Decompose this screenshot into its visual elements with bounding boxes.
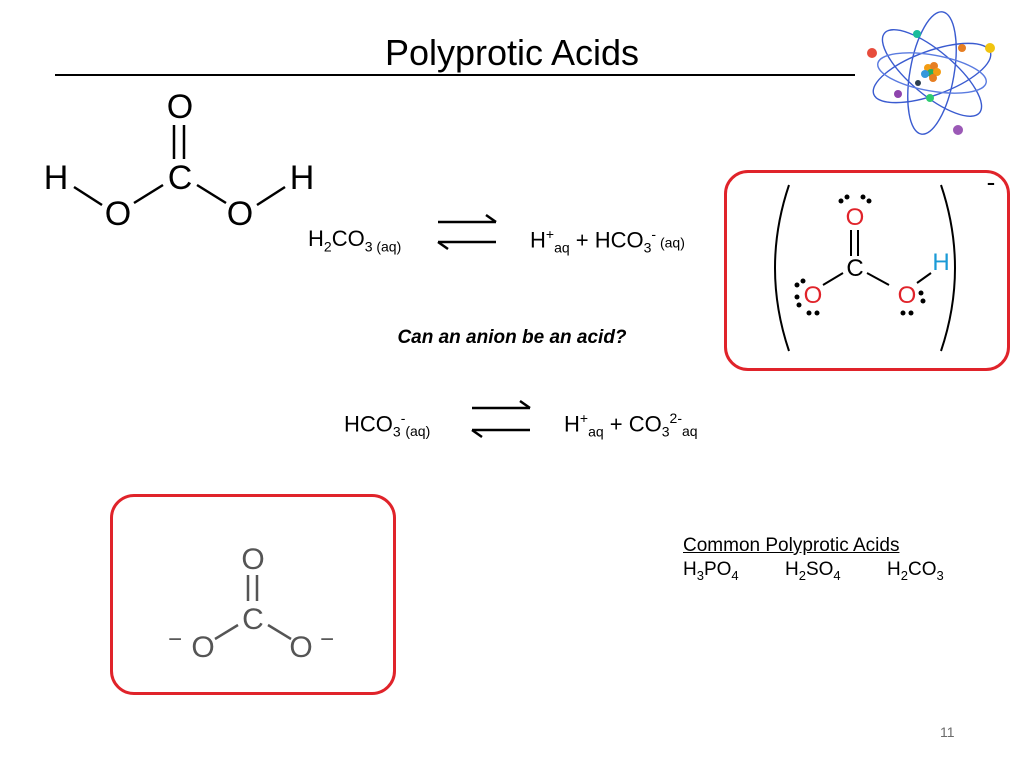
atom-c: C [168,159,193,197]
atom-o-left: O [804,282,823,309]
equation1-right: H+aq + HCO3- (aq) [530,226,685,256]
atom-h: H [932,249,949,276]
title-underline [55,74,855,76]
equation2-right: H+aq + CO32-aq [564,410,698,440]
bicarbonate-lewis-box [724,170,1010,371]
equation1-left: H2CO3 (aq) [308,226,402,255]
common-acids: Common Polyprotic Acids H3PO4 H2SO4 H2CO3 [683,535,944,583]
equation2-left: HCO3-(aq) [344,410,431,440]
atom-o-top: O [846,204,865,231]
atom-c: C [846,255,863,282]
slide-title: Polyprotic Acids [384,32,640,73]
carbonic-acid-structure: O C O O H H [44,88,315,233]
equilibrium-arrows-icon [471,399,531,439]
carbonate-structure: O C O O − − [168,543,334,664]
page-number: 11 [940,724,955,740]
atom-icon [867,11,995,135]
atom-o-left: O [191,631,214,664]
minus-left: − [168,626,182,653]
atom-o-right: O [227,195,253,233]
charge-label: - [987,173,996,197]
atom-h-right: H [290,159,315,197]
atom-h-left: H [44,159,69,197]
minus-right: − [320,626,334,653]
atom-o-top: O [167,88,193,126]
atom-c: C [242,603,264,636]
acid-h2so4: H2SO4 [785,559,841,583]
common-acids-header: Common Polyprotic Acids [683,535,900,556]
atom-o-right: O [289,631,312,664]
carbonate-box [110,494,396,695]
acid-h3po4: H3PO4 [683,559,739,583]
atom-o-right: O [898,282,917,309]
bicarbonate-lewis-structure: - O C O O H [774,173,996,352]
atom-o-top: O [241,543,264,576]
anion-acid-question: Can an anion be an acid? [397,327,627,348]
acid-h2co3: H2CO3 [887,559,944,583]
atom-o-left: O [105,195,131,233]
equilibrium-arrows-icon [437,213,497,251]
